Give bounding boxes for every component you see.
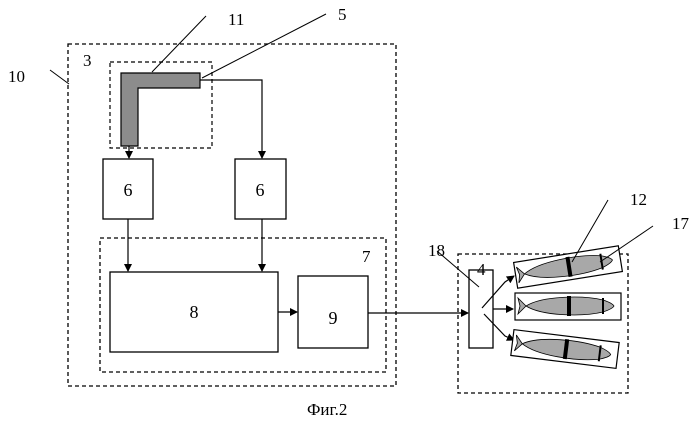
label-17: 17	[672, 214, 690, 233]
block-8-label: 8	[190, 302, 199, 322]
arrow-sensor-to-6-right	[200, 80, 262, 158]
figure-caption: Фиг.2	[307, 400, 347, 419]
label-4: 4	[477, 260, 486, 279]
label-11: 11	[228, 10, 244, 29]
label-18: 18	[428, 241, 445, 260]
label-5: 5	[338, 5, 347, 24]
block-6-right-label: 6	[256, 180, 265, 200]
label-7: 7	[362, 247, 371, 266]
leader-10	[50, 70, 69, 84]
label-12: 12	[630, 190, 647, 209]
label-3: 3	[83, 51, 92, 70]
fish-capsule-top	[514, 246, 623, 288]
sensor-11	[121, 73, 200, 146]
leader-17	[600, 226, 653, 262]
block-6-left-label: 6	[124, 180, 133, 200]
label-10: 10	[8, 67, 25, 86]
fish-capsule-bottom	[511, 330, 619, 369]
fish-capsule-middle	[515, 293, 621, 320]
leader-5	[202, 14, 326, 78]
block-9-label: 9	[329, 308, 338, 328]
